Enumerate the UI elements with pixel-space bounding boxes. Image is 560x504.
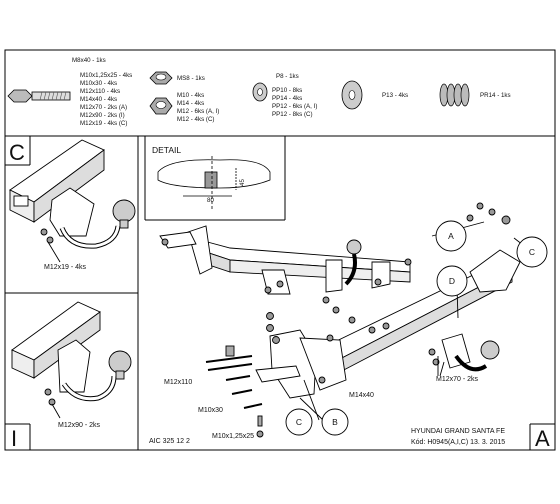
large-washer-label: P13 - 4ks xyxy=(382,92,408,99)
detail-dim-45: 45 xyxy=(239,179,246,186)
kod-line: Kód: H0945(A,I,C) 13. 3. 2015 xyxy=(411,439,505,446)
panel-c-drawing xyxy=(9,139,136,263)
bolt-line: M12x110 - 4ks xyxy=(80,88,120,95)
nut-line: M14 - 4ks xyxy=(177,100,204,107)
callout-c: C xyxy=(516,236,548,268)
washer-line: PP10 - 8ks xyxy=(272,87,302,94)
svg-text:C: C xyxy=(529,247,535,257)
washer-icon xyxy=(252,82,268,102)
label-m14x40: M14x40 xyxy=(349,392,374,399)
detail-dim-80: 80 xyxy=(207,197,214,204)
panel-i-drawing xyxy=(11,301,132,419)
main-assembly xyxy=(159,202,533,438)
panel-i-label: M12x90 - 2ks xyxy=(58,422,101,429)
bolt-list: M8x40 - 1ks M10x1,25x25 - 4ks M10x30 - 4… xyxy=(72,57,132,127)
nut-top: MS8 - 1ks xyxy=(177,75,205,82)
svg-text:C: C xyxy=(296,417,302,427)
spring-washer-label: PR14 - 1ks xyxy=(480,92,511,99)
nut-icon xyxy=(149,97,173,115)
callout-d: D xyxy=(436,265,468,297)
bolt-line: M12x70 - 2ks (A) xyxy=(80,104,127,111)
callout-c-lower: C xyxy=(285,408,313,436)
washer-top: P8 - 1ks xyxy=(276,73,299,80)
svg-text:A: A xyxy=(448,231,454,241)
label-m12x110: M12x110 xyxy=(164,379,192,386)
bolt-icon xyxy=(7,89,71,103)
bolt-line: M12x90 - 2ks (I) xyxy=(80,112,125,119)
bolt-line: M12x19 - 4ks (C) xyxy=(80,120,127,127)
svg-text:D: D xyxy=(449,276,455,286)
washer-line: PP12 - 8ks (C) xyxy=(272,111,313,118)
bolt-line: M14x40 - 4ks xyxy=(80,96,117,103)
panel-c-label: M12x19 - 4ks xyxy=(44,264,87,271)
svg-text:B: B xyxy=(332,417,338,427)
washer-line: PP12 - 6ks (A, I) xyxy=(272,103,317,110)
frame xyxy=(4,49,556,451)
panel-i-letter: I xyxy=(11,426,17,451)
label-m12x70: M12x70 - 2ks xyxy=(436,376,479,383)
nut-line: M10 - 4ks xyxy=(177,92,204,99)
bolt-line: M10x1,25x25 - 4ks xyxy=(80,72,132,79)
detail-drawing xyxy=(157,156,271,210)
callout-a: A xyxy=(435,220,467,252)
callout-b: B xyxy=(321,408,349,436)
detail-title: DETAIL xyxy=(152,145,181,155)
vehicle-name: HYUNDAI GRAND SANTA FE xyxy=(411,428,505,435)
drawing-code: AIC 325 12 2 xyxy=(149,438,190,445)
label-m10x30: M10x30 xyxy=(198,407,223,414)
panel-c-letter: C xyxy=(9,140,25,165)
corner-letter-a: A xyxy=(535,426,550,451)
spring-washer-icon xyxy=(439,83,470,107)
nut-line: M12 - 6ks (A, I) xyxy=(177,108,219,115)
nut-line: M12 - 4ks (C) xyxy=(177,116,214,123)
bolt-line: M10x30 - 4ks xyxy=(80,80,117,87)
locknut-icon xyxy=(149,71,173,85)
bolt-line: M8x40 - 1ks xyxy=(72,57,106,64)
large-washer-icon xyxy=(341,80,363,110)
label-m10x125: M10x1,25x25 xyxy=(212,433,254,440)
washer-line: PP14 - 4ks xyxy=(272,95,302,102)
